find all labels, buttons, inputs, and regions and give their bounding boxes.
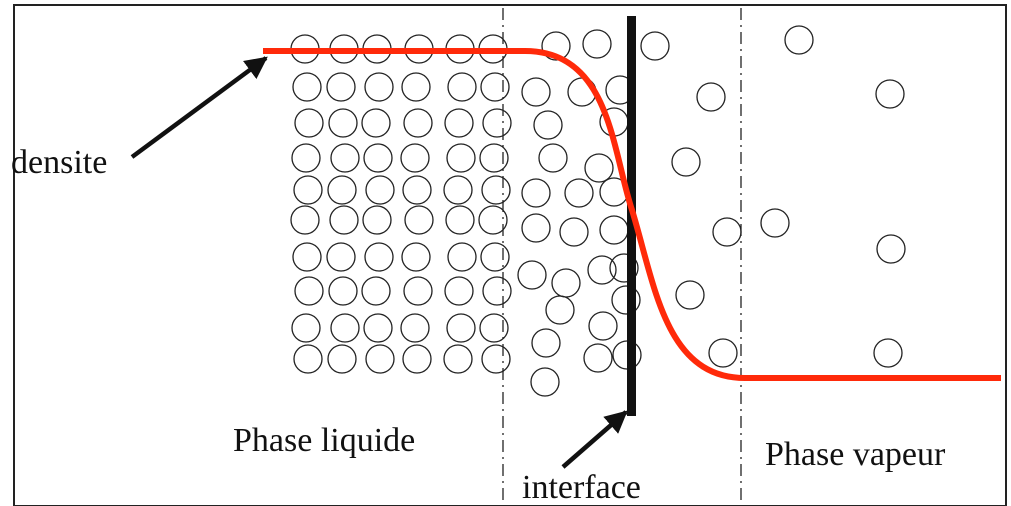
molecule-circle [480, 72, 510, 102]
molecule-circle [443, 344, 473, 374]
molecule-circle [588, 311, 618, 341]
molecule-circle [873, 338, 903, 368]
molecule-circle [611, 285, 641, 315]
molecule-circle [444, 108, 474, 138]
interface-arrow [561, 410, 628, 469]
molecule-circle [521, 77, 551, 107]
molecule-circle [479, 313, 509, 343]
molecule-circle [401, 72, 431, 102]
molecule-circle [481, 175, 511, 205]
molecule-circle [445, 205, 475, 235]
molecule-circle [401, 242, 431, 272]
molecule-circle [521, 213, 551, 243]
molecule-circle [599, 215, 629, 245]
molecule-circle [559, 217, 589, 247]
molecule-circle [784, 25, 814, 55]
molecule-circle [290, 205, 320, 235]
molecule-circle [326, 242, 356, 272]
molecule-circle [364, 72, 394, 102]
molecule-circle [362, 205, 392, 235]
density-arrow [130, 56, 268, 159]
diagram-frame [13, 4, 1007, 506]
molecule-circle [541, 31, 571, 61]
molecule-circle [531, 328, 561, 358]
molecule-circle [478, 205, 508, 235]
molecule-circle [875, 79, 905, 109]
molecule-circle [292, 72, 322, 102]
molecule-circle [447, 72, 477, 102]
molecule-circle [361, 276, 391, 306]
molecule-circle [292, 242, 322, 272]
molecule-circle [876, 234, 906, 264]
molecule-circle [327, 175, 357, 205]
molecule-circle [365, 175, 395, 205]
molecule-circle [443, 175, 473, 205]
molecule-circle [330, 313, 360, 343]
molecule-circle [583, 343, 613, 373]
molecule-circle [294, 276, 324, 306]
molecule-circle [329, 205, 359, 235]
molecule-group [290, 25, 906, 397]
molecule-circle [326, 72, 356, 102]
molecule-circle [293, 344, 323, 374]
molecule-circle [582, 29, 612, 59]
molecule-circle [708, 338, 738, 368]
molecule-circle [400, 143, 430, 173]
molecule-circle [482, 276, 512, 306]
density-label: densite [11, 144, 107, 181]
molecule-circle [402, 344, 432, 374]
molecule-circle [481, 344, 511, 374]
molecule-circle [404, 205, 434, 235]
molecule-circle [480, 242, 510, 272]
interface-label: interface [522, 469, 641, 506]
molecule-circle [444, 276, 474, 306]
molecule-circle [363, 313, 393, 343]
molecule-circle [365, 344, 395, 374]
molecule-circle [400, 313, 430, 343]
molecule-circle [564, 178, 594, 208]
molecule-circle [403, 108, 433, 138]
molecule-circle [587, 255, 617, 285]
molecule-circle [533, 110, 563, 140]
molecule-circle [609, 253, 639, 283]
molecule-circle [293, 175, 323, 205]
molecule-circle [361, 108, 391, 138]
molecule-circle [696, 82, 726, 112]
molecule-circle [328, 276, 358, 306]
molecule-circle [584, 153, 614, 183]
molecule-circle [760, 208, 790, 238]
molecule-circle [530, 367, 560, 397]
molecule-circle [640, 31, 670, 61]
molecule-circle [294, 108, 324, 138]
molecule-circle [712, 217, 742, 247]
molecule-circle [291, 143, 321, 173]
liquid-phase-label: Phase liquide [233, 422, 415, 459]
molecule-circle [403, 276, 433, 306]
molecule-circle [551, 268, 581, 298]
molecule-circle [363, 143, 393, 173]
molecule-circle [521, 178, 551, 208]
molecule-circle [327, 344, 357, 374]
molecule-circle [482, 108, 512, 138]
molecule-circle [291, 313, 321, 343]
molecule-circle [538, 143, 568, 173]
molecule-circle [364, 242, 394, 272]
molecule-circle [330, 143, 360, 173]
molecule-circle [671, 147, 701, 177]
density-curve [263, 48, 1001, 381]
molecule-circle [517, 260, 547, 290]
molecule-circle [479, 143, 509, 173]
molecule-circle [402, 175, 432, 205]
molecule-circle [328, 108, 358, 138]
molecule-circle [447, 242, 477, 272]
molecule-circle [446, 313, 476, 343]
molecule-circle [446, 143, 476, 173]
vapor-phase-label: Phase vapeur [765, 436, 946, 473]
molecule-circle [545, 295, 575, 325]
molecule-circle [675, 280, 705, 310]
